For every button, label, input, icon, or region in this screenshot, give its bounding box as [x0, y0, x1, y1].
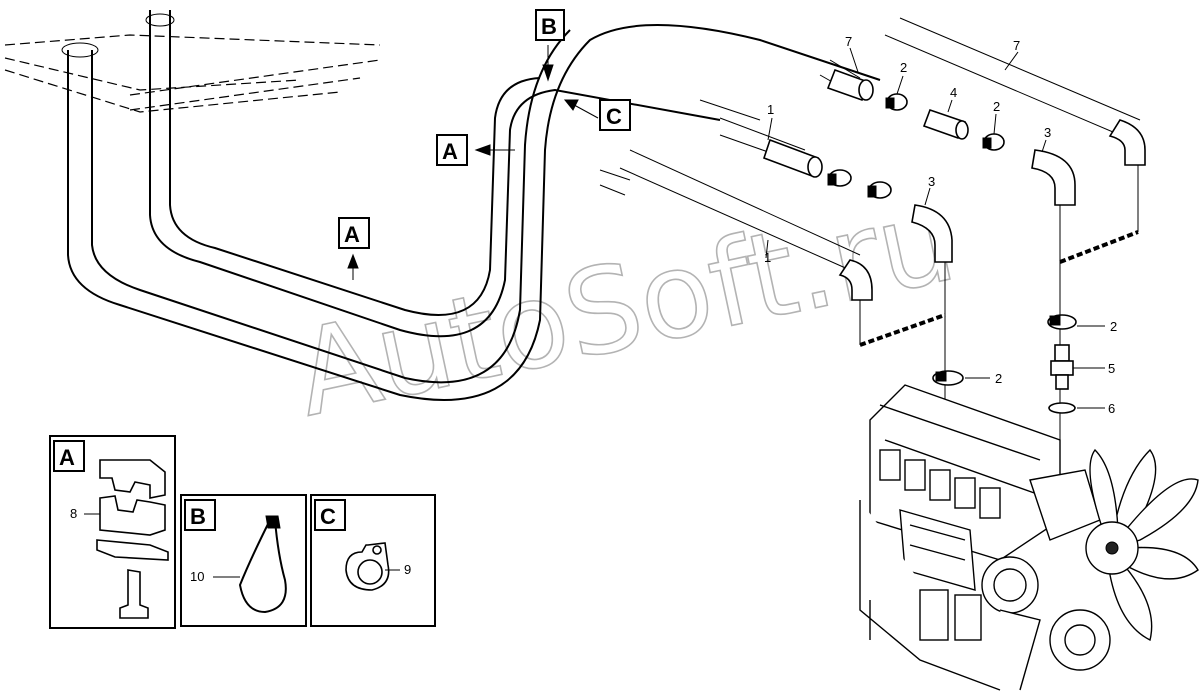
arrowheads: [347, 64, 579, 269]
hose-end-1-bottom: [838, 259, 873, 301]
fuel-line-outer: [67, 10, 881, 401]
clamp-2-top-a: [885, 93, 908, 111]
hose-dashed-right: [1059, 230, 1139, 264]
section-label-a-top: A: [436, 134, 468, 166]
elbow-hose-3-left: [911, 204, 953, 263]
svg-text:A: A: [442, 139, 458, 164]
clamp-2-lower-left: [932, 370, 964, 386]
callout-5: 5: [1108, 361, 1115, 376]
callout-7-right: 7: [1013, 38, 1020, 53]
hose-segment-7: [826, 68, 874, 102]
hose-end-7-right: [1108, 119, 1146, 166]
clamp-2-top-b: [982, 133, 1005, 151]
callout-10: 10: [190, 569, 204, 584]
elbow-hose-3-right: [1031, 149, 1076, 206]
detail-panel-b: B 10: [180, 494, 307, 627]
svg-text:A: A: [59, 445, 75, 470]
callout-2-top-right: 2: [993, 99, 1000, 114]
callout-8: 8: [70, 506, 77, 521]
engine-illustration: [859, 384, 1111, 691]
svg-text:C: C: [606, 104, 622, 129]
callout-6: 6: [1108, 401, 1115, 416]
callout-2-lower-right: 2: [1110, 319, 1117, 334]
detail-panel-c: C 9: [310, 494, 436, 627]
section-label-b: B: [535, 9, 565, 41]
section-label-c: C: [599, 99, 631, 131]
clamp-mid-a: [827, 169, 852, 187]
callout-7-left: 7: [845, 34, 852, 49]
callout-leaders: [352, 45, 1105, 409]
callout-3-right: 3: [1044, 125, 1051, 140]
callout-4: 4: [950, 85, 957, 100]
svg-text:C: C: [320, 504, 336, 529]
clamp-mid-b: [867, 181, 892, 199]
tank-outline: [4, 13, 381, 113]
hose-segment-1: [762, 138, 823, 178]
pipe-segment-4: [922, 108, 969, 140]
callout-1-upper: 1: [767, 102, 774, 117]
watermark-text: AutoSoft.ru: [285, 169, 967, 443]
callout-2-lower-left: 2: [995, 371, 1002, 386]
detail-panel-a: A 8: [49, 435, 176, 629]
svg-text:A: A: [344, 222, 360, 247]
nipple-5: [1050, 344, 1074, 390]
hose-guides: [859, 165, 1139, 345]
svg-text:B: B: [190, 504, 206, 529]
callout-2-top-left: 2: [900, 60, 907, 75]
section-label-a-mid: A: [338, 217, 370, 249]
callout-1-lower: 1: [764, 250, 771, 265]
o-ring-6: [1048, 402, 1076, 414]
callout-9: 9: [404, 562, 411, 577]
hose-dashed-left: [859, 313, 946, 347]
clamp-2-lower-right: [1047, 314, 1077, 330]
svg-text:B: B: [541, 14, 557, 39]
fan-illustration: [1085, 448, 1199, 642]
callout-3-left: 3: [928, 174, 935, 189]
